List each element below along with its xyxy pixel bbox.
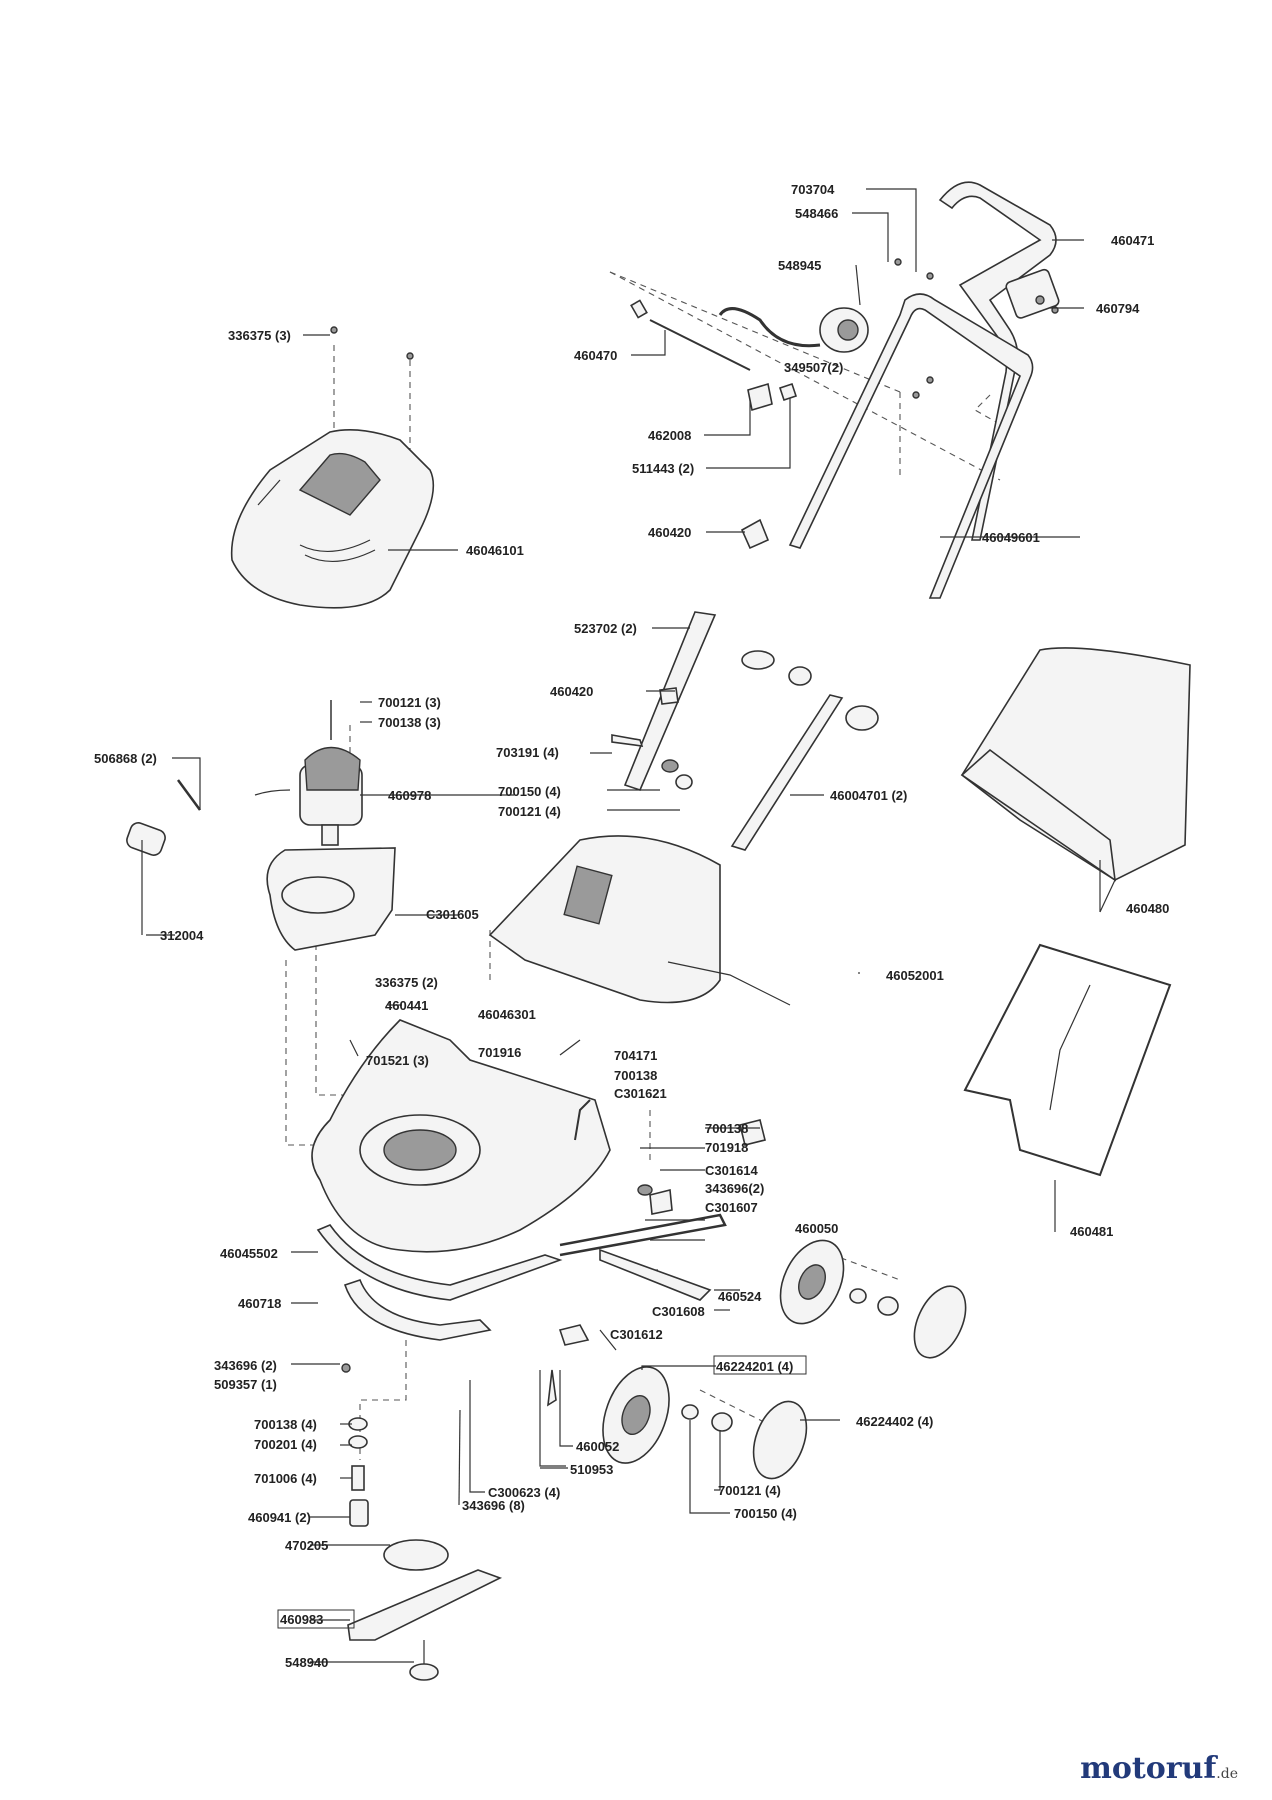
highlight-box-46224201 bbox=[713, 1355, 807, 1375]
label-C301605: C301605 bbox=[426, 907, 479, 922]
brand-tld: .de bbox=[1216, 1766, 1238, 1782]
label-343696-2a: 343696(2) bbox=[705, 1181, 764, 1196]
label-460941-2: 460941 (2) bbox=[248, 1510, 311, 1525]
label-460052: 460052 bbox=[576, 1439, 619, 1454]
capacitor bbox=[126, 779, 202, 856]
label-523702-2: 523702 (2) bbox=[574, 621, 637, 636]
blade-assembly bbox=[341, 1363, 503, 1681]
grass-box-cover bbox=[488, 835, 791, 1006]
label-460481: 460481 bbox=[1070, 1224, 1113, 1239]
label-460420-b: 460420 bbox=[550, 684, 593, 699]
label-C301612: C301612 bbox=[610, 1327, 663, 1342]
label-548940: 548940 bbox=[285, 1655, 328, 1670]
label-704171: 704171 bbox=[614, 1048, 657, 1063]
rear-wheel bbox=[779, 1239, 967, 1359]
label-701916: 701916 bbox=[478, 1045, 521, 1060]
label-462008: 462008 bbox=[648, 428, 691, 443]
brand-logo: motoruf.de bbox=[1080, 1751, 1238, 1786]
label-701521-3: 701521 (3) bbox=[366, 1053, 429, 1068]
motor bbox=[254, 700, 363, 846]
label-46052001: 46052001 bbox=[886, 968, 944, 983]
grass-catcher bbox=[960, 647, 1191, 882]
label-703704: 703704 bbox=[791, 182, 835, 197]
height-adjust-parts bbox=[547, 1099, 766, 1407]
label-343696-8: 343696 (8) bbox=[462, 1498, 525, 1513]
part-labels: 703704 548466 460471 548945 460794 33637… bbox=[94, 182, 1169, 1670]
label-312004: 312004 bbox=[160, 928, 204, 943]
label-700138-4: 700138 (4) bbox=[254, 1417, 317, 1432]
label-460524: 460524 bbox=[718, 1289, 762, 1304]
label-460480: 460480 bbox=[1126, 901, 1169, 916]
label-548945: 548945 bbox=[778, 258, 821, 273]
label-700150-4a: 700150 (4) bbox=[498, 784, 561, 799]
highlight-box-460983 bbox=[277, 1609, 355, 1629]
label-46046101: 46046101 bbox=[466, 543, 524, 558]
label-460441: 460441 bbox=[385, 998, 428, 1013]
label-700150-4b: 700150 (4) bbox=[734, 1506, 797, 1521]
label-336375-2: 336375 (2) bbox=[375, 975, 438, 990]
label-509357-1: 509357 (1) bbox=[214, 1377, 277, 1392]
handle-small-parts bbox=[630, 258, 934, 550]
lower-handle bbox=[788, 293, 1034, 599]
screw-cover-2 bbox=[406, 352, 414, 360]
front-wheel bbox=[602, 1366, 808, 1480]
label-700121-4b: 700121 (4) bbox=[718, 1483, 781, 1498]
cable-spool bbox=[718, 307, 869, 353]
label-46004701-2: 46004701 (2) bbox=[830, 788, 907, 803]
label-343696-2b: 343696 (2) bbox=[214, 1358, 277, 1373]
label-46045502: 46045502 bbox=[220, 1246, 278, 1261]
lower-handle-bars bbox=[611, 611, 879, 851]
label-700201-4: 700201 (4) bbox=[254, 1437, 317, 1452]
label-548466: 548466 bbox=[795, 206, 838, 221]
label-C301608: C301608 bbox=[652, 1304, 705, 1319]
catcher-frame bbox=[963, 943, 1172, 1177]
label-506868-2: 506868 (2) bbox=[94, 751, 157, 766]
label-46049601: 46049601 bbox=[982, 530, 1040, 545]
label-703191-4: 703191 (4) bbox=[496, 745, 559, 760]
label-460718: 460718 bbox=[238, 1296, 281, 1311]
label-700121-4a: 700121 (4) bbox=[498, 804, 561, 819]
label-C301621: C301621 bbox=[614, 1086, 667, 1101]
label-460983: 460983 bbox=[280, 1612, 323, 1627]
label-460794: 460794 bbox=[1096, 301, 1140, 316]
label-700138-a: 700138 bbox=[614, 1068, 657, 1083]
label-C301607: C301607 bbox=[705, 1200, 758, 1215]
label-46224201-4: 46224201 (4) bbox=[716, 1359, 793, 1374]
motor-cover bbox=[230, 428, 435, 609]
label-511443-2: 511443 (2) bbox=[632, 461, 694, 476]
label-460471: 460471 bbox=[1111, 233, 1154, 248]
fan-housing bbox=[266, 847, 396, 951]
leader-lines bbox=[141, 188, 1116, 1663]
label-46224402-4: 46224402 (4) bbox=[856, 1414, 933, 1429]
label-700138-b: 700138 bbox=[705, 1121, 748, 1136]
label-460978: 460978 bbox=[388, 788, 431, 803]
switch-box bbox=[1005, 268, 1060, 319]
label-C300623-4: C300623 (4) bbox=[488, 1485, 560, 1500]
brand-name: motoruf bbox=[1080, 1751, 1217, 1786]
label-349507-2: 349507(2) bbox=[784, 360, 843, 375]
mower-deck bbox=[311, 1019, 611, 1341]
label-460470: 460470 bbox=[574, 348, 617, 363]
label-700138-3: 700138 (3) bbox=[378, 715, 441, 730]
label-460050: 460050 bbox=[795, 1221, 838, 1236]
label-336375-3: 336375 (3) bbox=[228, 328, 291, 343]
label-701006-4: 701006 (4) bbox=[254, 1471, 317, 1486]
screw-336375 bbox=[330, 326, 338, 334]
label-470205: 470205 bbox=[285, 1538, 328, 1553]
label-700121-3: 700121 (3) bbox=[378, 695, 441, 710]
label-510953: 510953 bbox=[570, 1462, 613, 1477]
label-701918: 701918 bbox=[705, 1140, 748, 1155]
label-460420-a: 460420 bbox=[648, 525, 691, 540]
label-46046301: 46046301 bbox=[478, 1007, 536, 1022]
label-C301614: C301614 bbox=[705, 1163, 759, 1178]
